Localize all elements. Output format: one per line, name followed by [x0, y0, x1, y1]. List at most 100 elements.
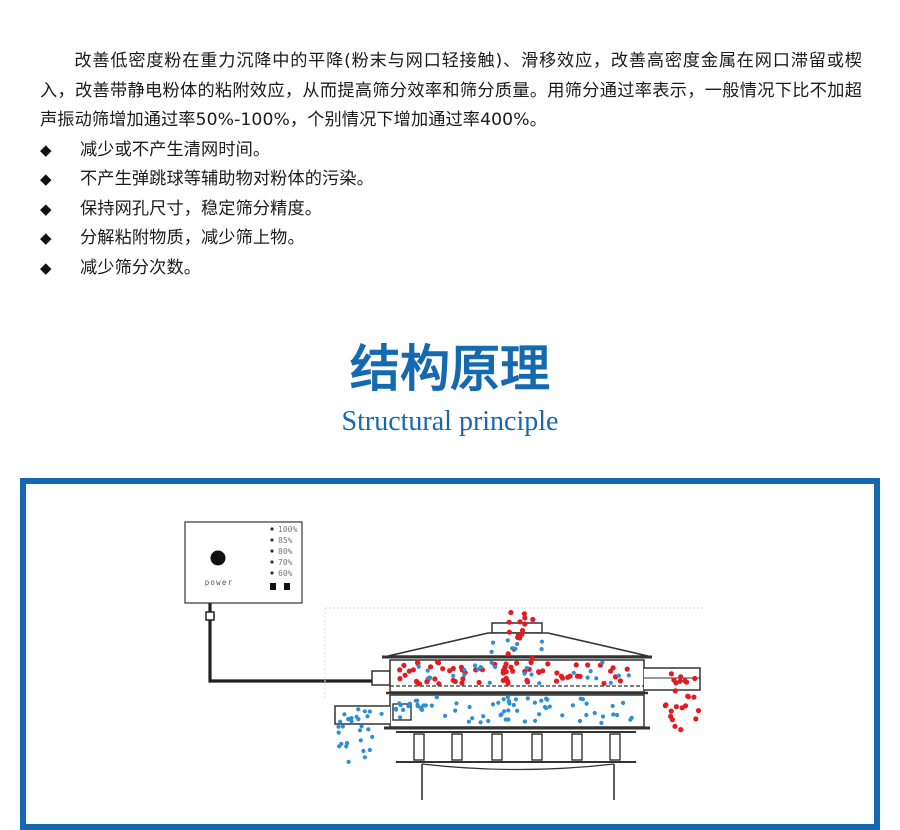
particle: [673, 680, 679, 686]
ultrasonic-generator: power 100% 85% 80% 70% 60%: [184, 521, 303, 604]
particle: [440, 666, 446, 672]
transducer-cable: [208, 603, 374, 683]
feature-text: 分解粘附物质，减少筛上物。: [80, 228, 305, 248]
level-dot-icon: [270, 538, 274, 542]
section-subtitle: Structural principle: [341, 406, 559, 437]
particle: [361, 748, 366, 754]
particle: [668, 708, 674, 714]
level-dot-icon: [270, 549, 274, 553]
particle: [489, 649, 494, 655]
particle: [486, 718, 491, 724]
particle: [424, 679, 430, 685]
particle: [356, 707, 361, 712]
particle: [580, 697, 586, 702]
particle: [472, 663, 478, 668]
particle: [592, 710, 597, 716]
level-label: 70%: [278, 558, 293, 567]
particle: [511, 702, 516, 708]
particle: [342, 712, 347, 717]
particle: [434, 659, 441, 665]
particle: [577, 718, 583, 724]
particle: [467, 704, 472, 710]
particle: [410, 667, 416, 673]
particle: [685, 694, 692, 700]
particle: [450, 677, 456, 683]
particle: [397, 676, 403, 682]
particle: [521, 611, 528, 617]
particle: [436, 681, 442, 687]
fine-particles: [336, 638, 634, 765]
level-indicators: 100% 85% 80% 70% 60%: [270, 525, 297, 578]
feature-text: 减少或不产生清网时间。: [80, 139, 271, 160]
particle: [599, 720, 604, 726]
particle: [498, 713, 503, 718]
particle: [624, 666, 630, 672]
particle: [429, 703, 434, 708]
particle: [340, 724, 345, 729]
particle: [571, 670, 576, 675]
particle: [419, 706, 424, 711]
level-dot-icon: [270, 560, 274, 564]
section-title: 结构原理: [350, 339, 550, 398]
particle: [500, 667, 507, 673]
particle: [692, 675, 698, 682]
level-label: 60%: [278, 569, 293, 578]
particle: [672, 723, 678, 729]
particle: [594, 676, 599, 681]
particle: [600, 660, 605, 665]
particle: [508, 609, 514, 616]
particle: [506, 629, 512, 635]
spring: [531, 733, 543, 761]
intro-paragraph: 改善低密度粉在重力沉降中的平降(粉末与网口轻接触)、滑移效应，改善高密度金属在网…: [40, 51, 862, 130]
particle: [401, 662, 407, 669]
particle: [367, 709, 372, 714]
particle: [397, 667, 403, 673]
particle: [524, 666, 529, 671]
feature-text: 保持网孔尺寸，稳定筛分精度。: [80, 198, 323, 219]
particle: [567, 673, 573, 679]
particle: [428, 664, 434, 670]
particle: [585, 675, 590, 680]
particle: [678, 674, 684, 680]
particle: [528, 659, 534, 666]
generator-housing: [184, 521, 303, 604]
feature-text: 减少筛分次数。: [80, 257, 202, 278]
support-springs: [413, 733, 621, 761]
particle: [402, 672, 408, 678]
particle: [522, 719, 528, 724]
particle: [539, 698, 544, 703]
particle: [616, 673, 622, 678]
particle: [513, 646, 518, 652]
particle: [367, 747, 372, 753]
particle: [450, 665, 456, 672]
particle: [349, 719, 354, 724]
indicator-light-icon: [270, 583, 276, 590]
coarse-particles: [397, 609, 702, 733]
particle: [491, 640, 496, 645]
particle: [425, 668, 430, 673]
particle: [522, 615, 528, 621]
particle: [427, 675, 432, 680]
particle: [345, 741, 350, 746]
particle: [677, 678, 683, 684]
particle: [574, 673, 581, 679]
particle: [682, 678, 688, 684]
particle: [588, 669, 593, 674]
spring: [451, 733, 463, 761]
particle: [346, 759, 351, 765]
particle: [505, 651, 511, 657]
feed-inlet: [491, 622, 543, 634]
particle: [525, 679, 531, 685]
particle: [615, 712, 620, 718]
particle: [434, 695, 439, 700]
particle: [443, 713, 448, 719]
motor-base: [421, 764, 615, 800]
particle: [503, 675, 509, 681]
particle: [460, 676, 466, 682]
particle: [629, 715, 634, 720]
diamond-bullet-icon: ◆: [40, 258, 52, 277]
particle: [570, 703, 576, 708]
particle: [626, 673, 631, 678]
diamond-bullet-icon: ◆: [40, 170, 52, 188]
particle: [519, 627, 526, 634]
